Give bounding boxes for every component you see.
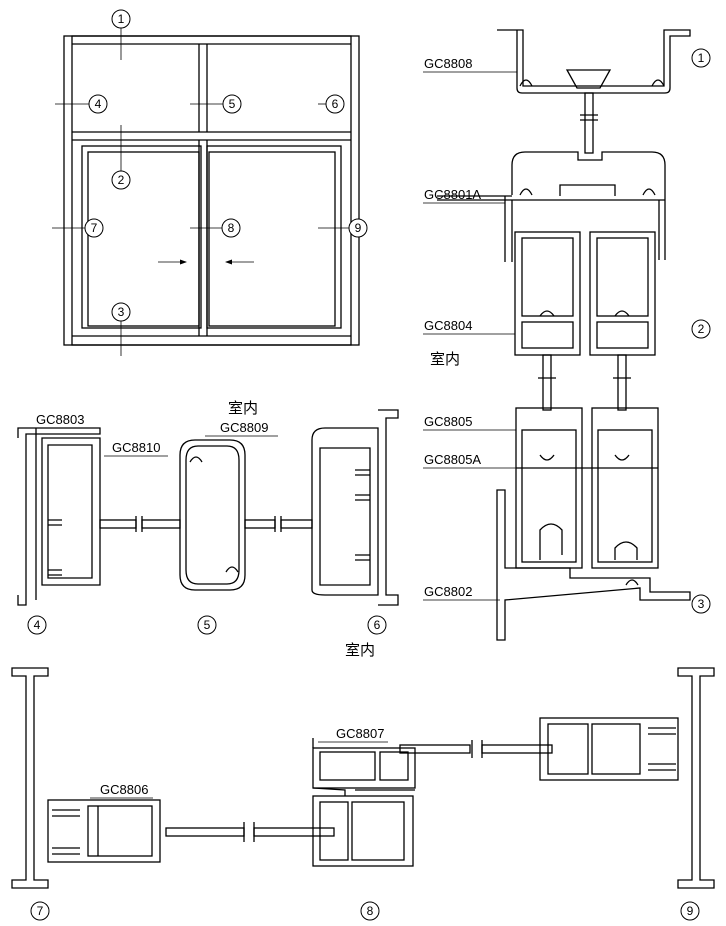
svg-text:9: 9: [687, 904, 694, 918]
svg-text:8: 8: [367, 904, 374, 918]
slide-left-arrow: [225, 259, 254, 265]
label-gc8806: GC8806: [100, 782, 148, 797]
section-marker-7: 7: [30, 901, 50, 921]
svg-text:3: 3: [118, 305, 125, 319]
svg-text:5: 5: [229, 97, 236, 111]
section-marker-5: 5: [222, 94, 242, 114]
section-marker-6: 6: [367, 615, 387, 635]
svg-text:7: 7: [37, 904, 44, 918]
horizontal-section-upper: [17, 409, 399, 606]
svg-text:4: 4: [95, 97, 102, 111]
section-marker-2: 2: [111, 170, 131, 190]
section-marker-5: 5: [197, 615, 217, 635]
interior-label: 室内: [430, 351, 460, 368]
svg-text:6: 6: [332, 97, 339, 111]
section-marker-1: 1: [691, 48, 711, 68]
section-marker-4: 4: [88, 94, 108, 114]
section-marker-7: 7: [84, 218, 104, 238]
section-marker-3: 3: [691, 594, 711, 614]
svg-text:8: 8: [228, 221, 235, 235]
label-gc8809: GC8809: [220, 420, 268, 435]
slide-right-arrow: [158, 259, 187, 265]
section-marker-1: 1: [111, 9, 131, 29]
interior-label: 室内: [228, 400, 258, 417]
label-gc8804: GC8804: [424, 318, 472, 333]
label-gc8807: GC8807: [336, 726, 384, 741]
section-marker-9: 9: [680, 901, 700, 921]
interior-label: 室内: [345, 642, 375, 659]
label-gc8805: GC8805: [424, 414, 472, 429]
section-marker-8: 8: [221, 218, 241, 238]
label-gc8808: GC8808: [424, 56, 472, 71]
label-gc8802: GC8802: [424, 584, 472, 599]
svg-text:5: 5: [204, 618, 211, 632]
svg-text:1: 1: [118, 12, 125, 26]
svg-text:9: 9: [355, 221, 362, 235]
label-gc8803: GC8803: [36, 412, 84, 427]
svg-text:1: 1: [698, 51, 705, 65]
section-marker-6: 6: [325, 94, 345, 114]
section-marker-8: 8: [360, 901, 380, 921]
window-elevation: [52, 26, 360, 356]
section-marker-3: 3: [111, 302, 131, 322]
svg-text:6: 6: [374, 618, 381, 632]
section-marker-9: 9: [348, 218, 368, 238]
label-gc8801a: GC8801A: [424, 187, 481, 202]
svg-text:3: 3: [698, 597, 705, 611]
label-gc8810: GC8810: [112, 440, 160, 455]
section-marker-2: 2: [691, 319, 711, 339]
svg-text:2: 2: [698, 322, 705, 336]
svg-text:7: 7: [91, 221, 98, 235]
horizontal-section-lower: [11, 667, 715, 889]
section-marker-4: 4: [27, 615, 47, 635]
label-gc8805a: GC8805A: [424, 452, 481, 467]
label-leaders: [20, 71, 592, 799]
vertical-section-profiles: [437, 29, 691, 641]
svg-text:4: 4: [34, 618, 41, 632]
svg-text:2: 2: [118, 173, 125, 187]
